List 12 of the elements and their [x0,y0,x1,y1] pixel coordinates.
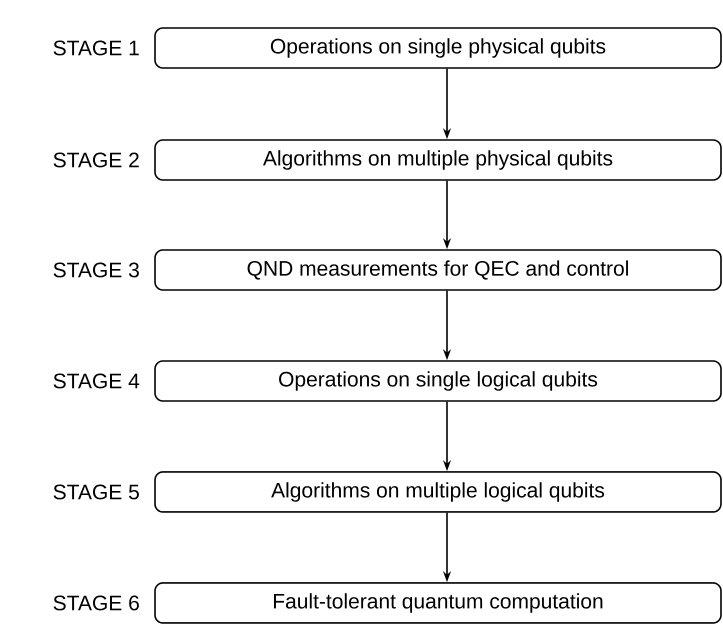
stage-label: STAGE 4 [54,374,140,388]
process-box: Operations on single logical qubits [154,360,722,402]
stage-label: STAGE 2 [54,152,139,168]
process-box: QND measurements for QEC and control [154,249,722,291]
stage-label: STAGE 6 [54,596,139,610]
process-box: Fault-tolerant quantum computation [154,582,722,624]
process-box: Algorithms on multiple physical qubits [154,139,722,181]
process-box: Operations on single physical qubits [154,27,722,69]
stage-label: STAGE 1 [54,40,139,56]
stage-label: STAGE 3 [54,262,139,278]
stage-label: STAGE 5 [54,484,139,500]
process-box: Algorithms on multiple logical qubits [154,471,722,513]
